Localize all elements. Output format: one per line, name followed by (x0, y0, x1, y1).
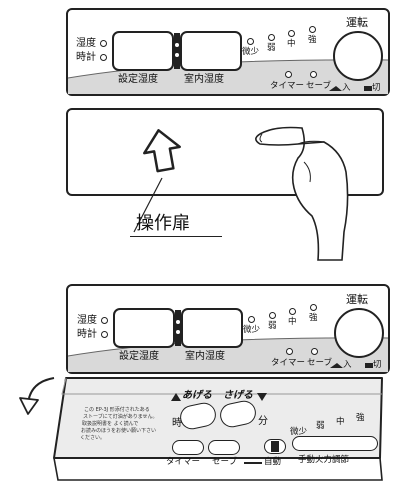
auto-toggle-bar (271, 441, 279, 452)
level-label-weak: 弱 (267, 43, 276, 53)
manual-fire-label: 手動火力調節 (298, 455, 350, 465)
level-indicator-medium (289, 308, 296, 315)
run-label: 運転 (346, 293, 368, 306)
notice-line: この EP-3J 形添付されたある (84, 407, 150, 413)
level-label-micro: 微少 (243, 325, 261, 335)
level-indicator-strong (310, 304, 317, 311)
down-triangle-icon (257, 393, 267, 401)
room-humidity-label: 室内湿度 (184, 74, 224, 85)
timer-indicator (285, 71, 292, 78)
display-separator (174, 33, 180, 69)
up-button-label: あげる (182, 390, 212, 401)
save-label: セーブ (307, 358, 332, 368)
save-indicator (310, 71, 317, 78)
run-label: 運転 (346, 16, 368, 29)
level-label-strong: 強 (308, 35, 317, 45)
operation-door-caption: 操作扉 (136, 213, 190, 234)
clock-indicator (101, 331, 108, 338)
timer-label: タイマー (270, 81, 305, 91)
up-triangle-icon (171, 393, 181, 401)
caption-underline (130, 236, 222, 237)
open-door-arrow-icon (19, 377, 55, 415)
timer-indicator (286, 348, 293, 355)
level-label-strong: 強 (309, 313, 318, 323)
set-humidity-display (113, 308, 175, 348)
manual-fire-slider[interactable] (292, 436, 378, 451)
save-label: セーブ (306, 81, 331, 91)
level-label-medium: 中 (336, 417, 345, 427)
room-humidity-label: 室内湿度 (185, 351, 225, 362)
set-humidity-display (112, 31, 174, 71)
humidity-indicator (101, 317, 108, 324)
humidity-label: 湿度 (76, 38, 96, 49)
level-label-weak: 弱 (316, 421, 325, 431)
display-colon-dot (175, 53, 179, 57)
level-indicator-weak (269, 312, 276, 319)
off-label: 切 (373, 360, 382, 370)
level-label-weak: 弱 (268, 321, 277, 331)
off-label: 切 (372, 83, 381, 93)
clock-label: 時計 (77, 329, 97, 340)
level-label-strong: 強 (356, 413, 365, 423)
caption-leader-line (133, 177, 163, 233)
timer-button-label: タイマー (166, 457, 201, 467)
save-auto-connector (244, 462, 262, 464)
display-separator (175, 310, 181, 346)
level-label-micro: 微少 (290, 427, 308, 437)
set-humidity-label: 設定湿度 (118, 74, 158, 85)
room-humidity-display (180, 31, 242, 71)
display-colon-dot (176, 330, 180, 334)
notice-line: ストーブにて灯油がありません。 (83, 414, 158, 420)
notice-line: お読みのほうをお使い願い下さい (81, 428, 157, 434)
level-label-medium: 中 (287, 39, 296, 49)
set-humidity-label: 設定湿度 (119, 351, 159, 362)
minute-label: 分 (258, 416, 268, 427)
save-button-label: セーブ (212, 457, 237, 467)
level-label-medium: 中 (288, 317, 297, 327)
save-button[interactable] (208, 440, 240, 455)
level-indicator-strong (309, 26, 316, 33)
clock-indicator (100, 54, 107, 61)
level-indicator-weak (268, 34, 275, 41)
on-off-marks (329, 86, 372, 91)
on-label: 入 (342, 83, 351, 93)
hand-icon (255, 126, 349, 261)
display-colon-dot (175, 43, 179, 47)
level-indicator-micro (247, 38, 254, 45)
timer-button[interactable] (172, 440, 204, 455)
on-label: 入 (343, 360, 352, 370)
room-humidity-display (181, 308, 243, 348)
level-label-micro: 微少 (242, 47, 260, 57)
on-off-marks (330, 363, 373, 368)
clock-label: 時計 (76, 52, 96, 63)
save-indicator (311, 348, 318, 355)
display-colon-dot (176, 320, 180, 324)
run-button[interactable] (334, 308, 384, 358)
run-button[interactable] (333, 31, 383, 81)
notice-line: ください。 (80, 435, 106, 441)
up-arrow-icon (143, 129, 181, 173)
level-indicator-medium (288, 30, 295, 37)
auto-label: 自動 (264, 457, 282, 467)
hour-label: 時 (172, 418, 182, 429)
level-indicator-micro (248, 316, 255, 323)
notice-line: 取扱説明書を よく読んで (82, 421, 139, 427)
down-button-label: さげる (223, 390, 253, 401)
humidity-indicator (100, 40, 107, 47)
humidity-label: 湿度 (77, 315, 97, 326)
timer-label: タイマー (271, 358, 306, 368)
